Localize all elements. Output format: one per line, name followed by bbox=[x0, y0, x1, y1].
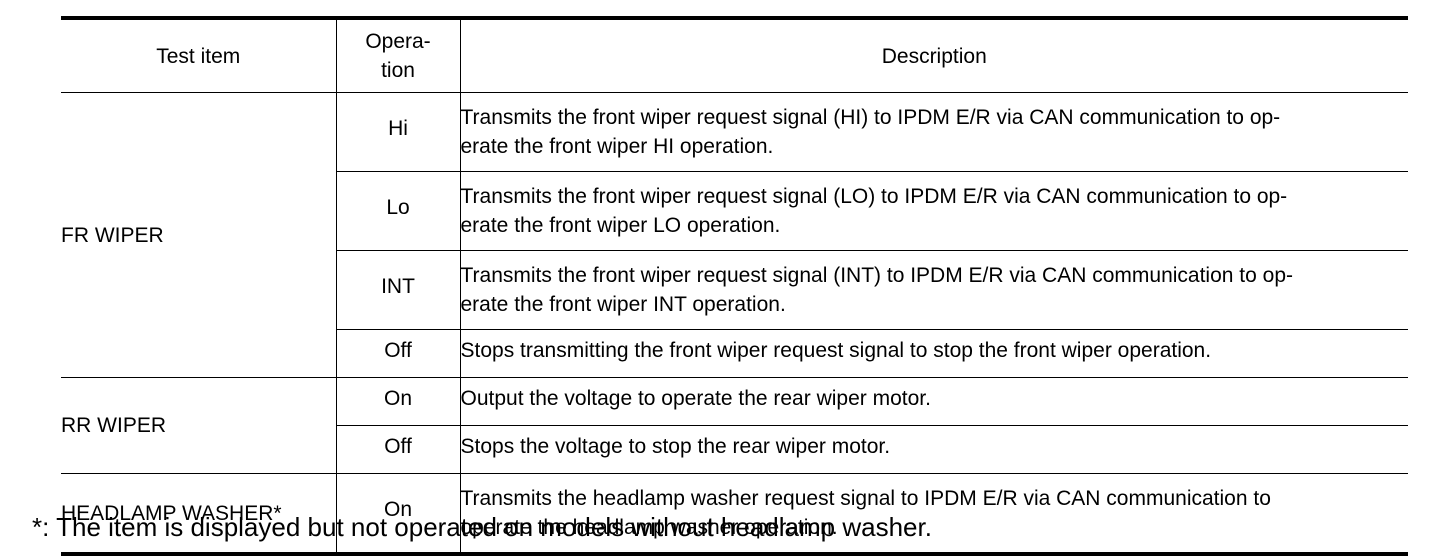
description-cell: Transmits the front wiper request signal… bbox=[459, 171, 1408, 251]
header-operation-label: Opera- tion bbox=[365, 30, 431, 82]
header-description: Description bbox=[459, 16, 1408, 93]
description-text: Transmits the front wiper request signal… bbox=[460, 185, 1288, 237]
operation-cell: Lo bbox=[336, 171, 461, 251]
table-row: FR WIPER Hi Transmits the front wiper re… bbox=[61, 92, 1408, 378]
description-text: Transmits the front wiper request signal… bbox=[460, 106, 1281, 158]
footnote: *: The item is displayed but not operate… bbox=[32, 512, 932, 542]
table-row: RR WIPER On Output the voltage to operat… bbox=[61, 377, 1408, 474]
description-text: Stops the voltage to stop the rear wiper… bbox=[460, 435, 891, 458]
operation-cell: Off bbox=[336, 329, 461, 378]
header-test-item: Test item bbox=[61, 16, 337, 93]
test-item-fr-wiper: FR WIPER bbox=[61, 92, 337, 378]
operation-cell: INT bbox=[336, 250, 461, 330]
description-cell: Output the voltage to operate the rear w… bbox=[459, 377, 1408, 426]
test-item-rr-wiper: RR WIPER bbox=[61, 377, 337, 474]
description-text: Transmits the headlamp washer request si… bbox=[460, 487, 1271, 539]
description-cell: Stops transmitting the front wiper reque… bbox=[459, 329, 1408, 378]
table-row: Lo Transmits the front wiper request sig… bbox=[61, 171, 1408, 251]
description-text: Transmits the front wiper request signal… bbox=[460, 264, 1294, 316]
header-row: Test item Opera- tion Description bbox=[61, 16, 1408, 93]
operation-cell: On bbox=[335, 473, 461, 556]
test-item-headlamp-washer: HEADLAMP WASHER* bbox=[61, 473, 337, 556]
operation-cell: On bbox=[335, 377, 461, 426]
description-text: Stops transmitting the front wiper reque… bbox=[460, 339, 1212, 362]
description-cell: Transmits the headlamp washer request si… bbox=[459, 473, 1408, 556]
description-text: Output the voltage to operate the rear w… bbox=[460, 387, 931, 410]
description-cell: Transmits the front wiper request signal… bbox=[459, 92, 1408, 172]
description-cell: Transmits the front wiper request signal… bbox=[459, 250, 1408, 330]
table-row: Off Stops transmitting the front wiper r… bbox=[61, 329, 1408, 378]
operation-cell: Off bbox=[336, 425, 461, 474]
table-row: HEADLAMP WASHER* On Transmits the headla… bbox=[61, 473, 1408, 556]
description-cell: Stops the voltage to stop the rear wiper… bbox=[459, 425, 1408, 474]
header-operation: Opera- tion bbox=[335, 16, 461, 93]
test-item-table: Test item Opera- tion Description FR WIP… bbox=[61, 16, 1408, 556]
table-row: Off Stops the voltage to stop the rear w… bbox=[61, 425, 1408, 474]
table-row: INT Transmits the front wiper request si… bbox=[61, 250, 1408, 330]
operation-cell: Hi bbox=[335, 92, 461, 172]
